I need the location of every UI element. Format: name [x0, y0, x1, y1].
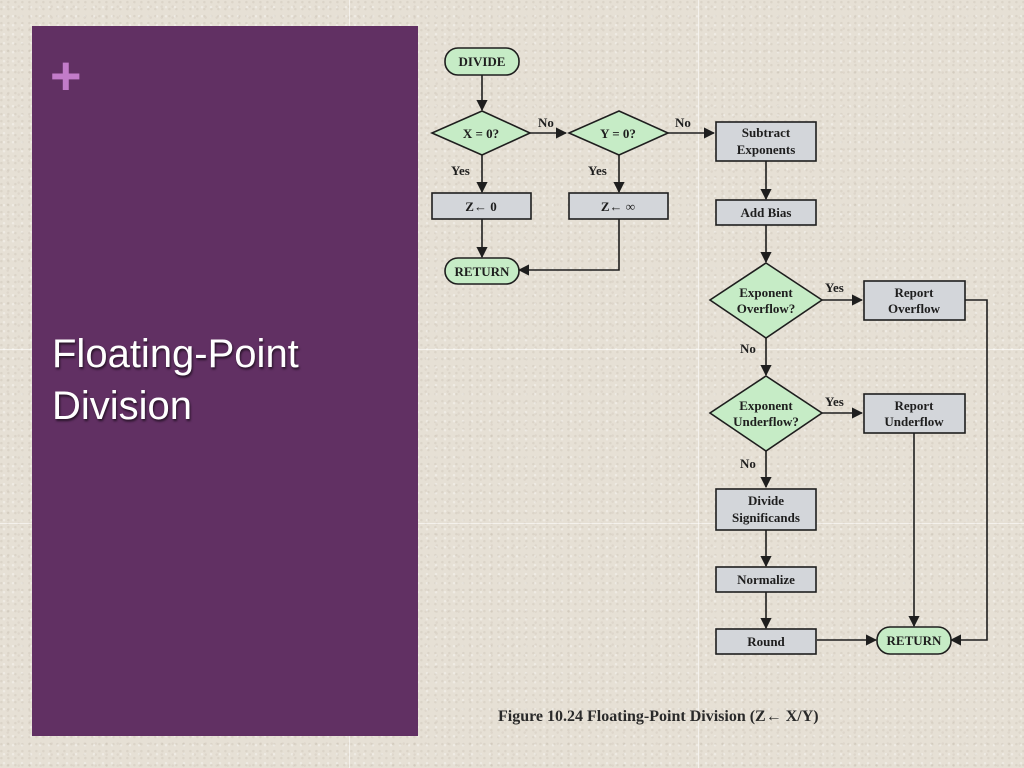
exponent-underflow-decision: [708, 375, 824, 452]
normalize-process: [715, 566, 817, 593]
figure-caption: Figure 10.24 Floating-Point Division (Z←…: [498, 708, 819, 725]
return-terminal-left: [444, 257, 520, 285]
exponent-overflow-decision: [708, 262, 824, 339]
report-underflow-label-line1: Report: [895, 398, 935, 413]
divide-significands-process: [715, 488, 817, 531]
return-terminal-right: [876, 626, 952, 655]
subtract-label-line1: Subtract: [742, 125, 791, 140]
slide-title-line1: Floating-Point: [52, 332, 299, 376]
x-zero-decision: [430, 110, 532, 156]
underflow-yes-label: Yes: [825, 394, 844, 409]
z-zero-label: Z← 0: [465, 199, 496, 214]
underflow-no-label: No: [740, 456, 756, 471]
round-process: [715, 628, 817, 655]
add-bias-process: [715, 199, 817, 226]
x-zero-label: X = 0?: [463, 126, 499, 141]
add-bias-label: Add Bias: [741, 205, 792, 220]
slide-title-line2: Division: [52, 384, 193, 428]
underflow-label-line1: Exponent: [739, 398, 793, 413]
normalize-label: Normalize: [737, 572, 795, 587]
texture-gridline: [0, 349, 1024, 350]
flowchart-connectors: [476, 75, 988, 646]
x-no-label: No: [538, 115, 554, 130]
divide-sig-label-line1: Divide: [748, 493, 784, 508]
z-inf-label: Z← ∞: [601, 199, 635, 214]
overflow-label-line1: Exponent: [739, 285, 793, 300]
subtract-label-line2: Exponents: [737, 142, 796, 157]
underflow-label-line2: Underflow?: [733, 414, 799, 429]
report-underflow-label-line2: Underflow: [884, 414, 944, 429]
edge-zinf-to-return: [517, 219, 620, 276]
plus-icon: +: [50, 46, 82, 106]
title-panel: [32, 26, 418, 736]
y-zero-label: Y = 0?: [600, 126, 636, 141]
y-yes-label: Yes: [588, 163, 607, 178]
report-overflow-label-line1: Report: [895, 285, 935, 300]
overflow-no-label: No: [740, 341, 756, 356]
subtract-exponents-process: [715, 121, 817, 162]
texture-gridline: [0, 523, 1024, 524]
divide-terminal: [444, 47, 520, 76]
divide-label: DIVIDE: [459, 54, 506, 69]
edge-overflow-report-to-return: [949, 299, 988, 646]
x-yes-label: Yes: [451, 163, 470, 178]
z-inf-process: [568, 192, 669, 220]
report-overflow-process: [863, 280, 966, 321]
overflow-label-line2: Overflow?: [737, 301, 795, 316]
texture-gridline: [698, 0, 699, 768]
y-zero-decision: [567, 110, 670, 156]
z-zero-process: [431, 192, 532, 220]
round-label: Round: [747, 634, 785, 649]
report-overflow-label-line2: Overflow: [888, 301, 941, 316]
slide-title: Floating-Point Division: [52, 328, 402, 432]
return-left-label: RETURN: [455, 264, 511, 279]
divide-sig-label-line2: Significands: [732, 510, 800, 525]
overflow-yes-label: Yes: [825, 280, 844, 295]
return-right-label: RETURN: [887, 633, 943, 648]
y-no-label: No: [675, 115, 691, 130]
report-underflow-process: [863, 393, 966, 434]
